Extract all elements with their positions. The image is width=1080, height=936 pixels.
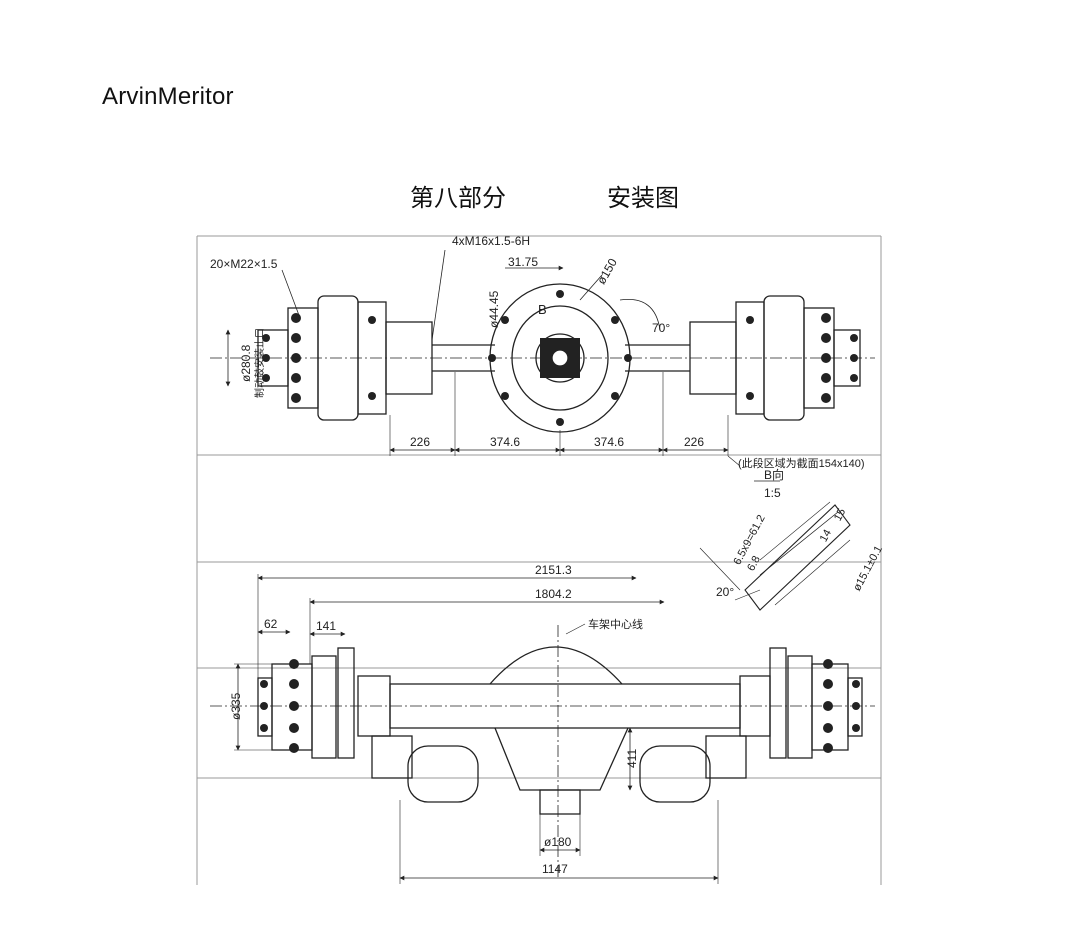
detail-dim-6-8: 6.8	[745, 554, 763, 573]
detail-scale: 1:5	[764, 486, 781, 500]
dim-374-right: 374.6	[594, 435, 624, 449]
label-b: B	[538, 302, 547, 317]
dim-374-left: 374.6	[490, 435, 520, 449]
axle-top-view	[210, 249, 875, 467]
dia-150-label: ø150	[594, 256, 620, 287]
dim-1147: 1147	[542, 862, 568, 876]
section-area-note: (此段区域为截面154x140)	[738, 456, 865, 470]
drawing-frame	[196, 235, 882, 885]
detail-b-view	[699, 480, 851, 611]
dim-31-75: 31.75	[508, 255, 538, 269]
dim-226-left: 226	[410, 435, 430, 449]
brand-name: ArvinMeritor	[102, 83, 234, 110]
detail-dim-15: 15	[832, 507, 848, 523]
dim-141: 141	[316, 619, 336, 633]
dia-335-label: ø335	[229, 692, 243, 720]
axle-front-view	[210, 574, 875, 884]
page-title: 安装图	[607, 184, 679, 212]
detail-angle-20: 20°	[716, 585, 734, 599]
detail-dim-14: 14	[818, 528, 834, 544]
thread-spec-label: 4xM16x1.5-6H	[452, 234, 530, 248]
dim-411: 411	[625, 749, 639, 768]
dia-280-label: ø280.8	[239, 344, 253, 382]
dim-62: 62	[264, 617, 278, 631]
dim-1804-2: 1804.2	[535, 587, 572, 601]
bolt-spec-label: 20×M22×1.5	[210, 257, 278, 271]
angle-70-label: 70°	[652, 321, 670, 335]
detail-dia-15-1: ø15.1±0.1	[851, 544, 885, 593]
vehicle-centerline-label: 车架中心线	[588, 617, 643, 631]
dia-44-45-label: ø44.45	[487, 290, 501, 328]
drum-spigot-note: 制动鼓安装止口	[253, 328, 266, 398]
section-label: 第八部分	[410, 184, 506, 212]
dim-226-right: 226	[684, 435, 704, 449]
dim-2151-3: 2151.3	[535, 563, 572, 577]
detail-title: B向	[764, 467, 784, 482]
dia-180-label: ø180	[544, 835, 572, 849]
